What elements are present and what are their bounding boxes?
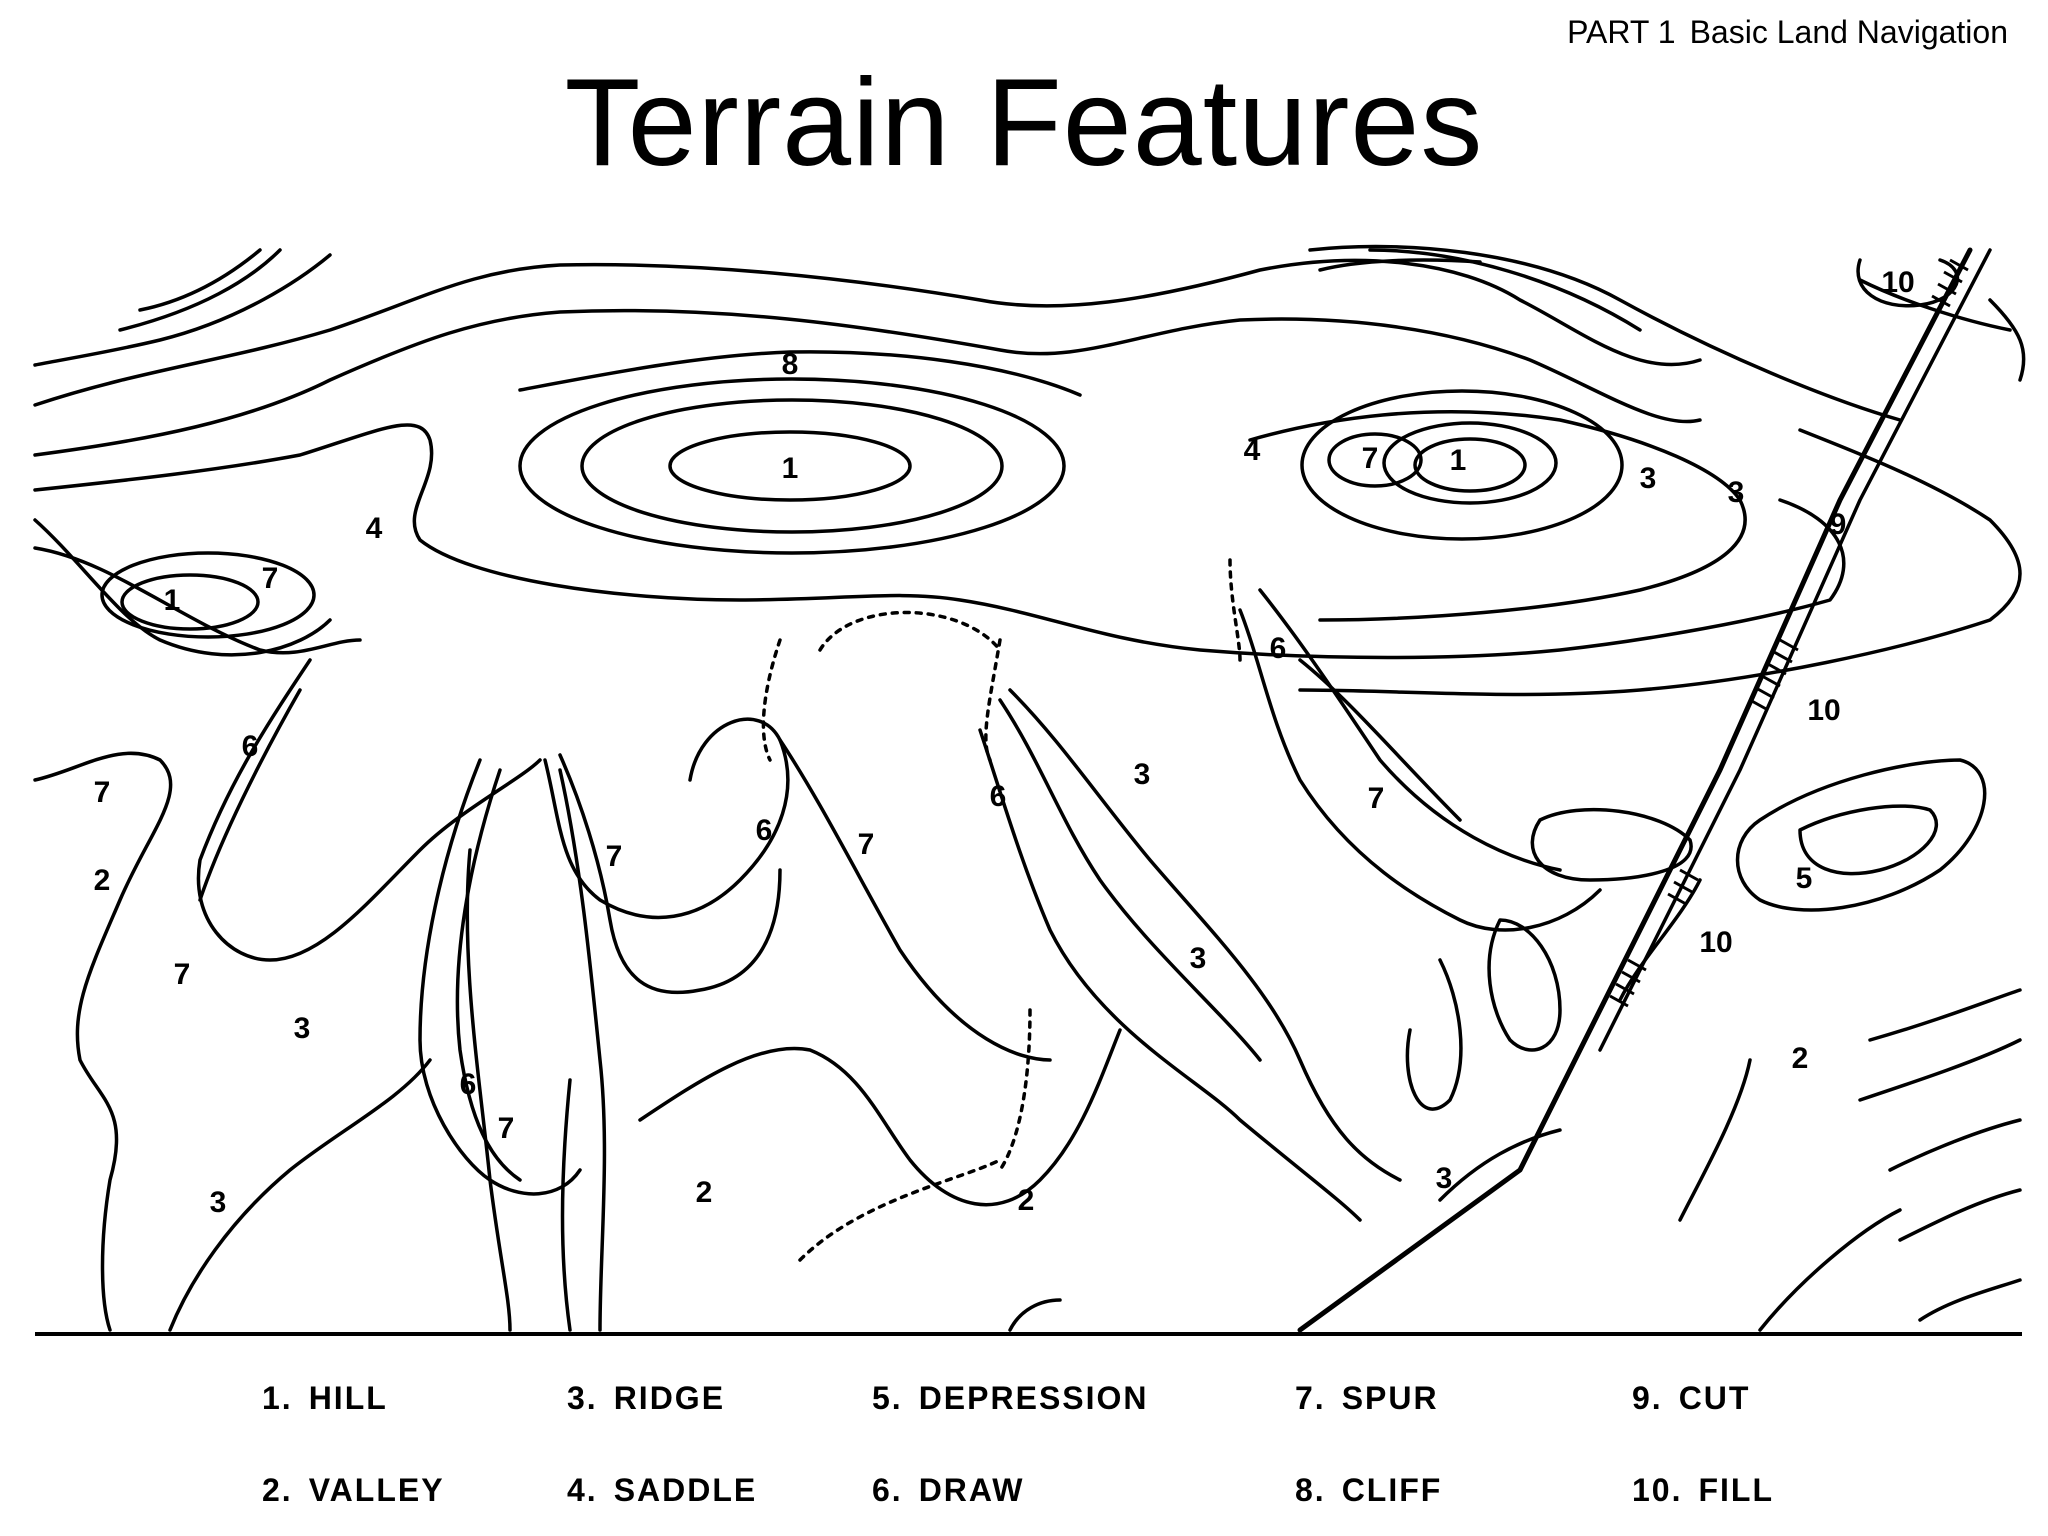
contour-lines	[33, 244, 2026, 1333]
map-label: 8	[782, 348, 799, 381]
map-label: 3	[1134, 758, 1151, 791]
map-label: 9	[1830, 508, 1847, 541]
map-label: 4	[1244, 434, 1261, 467]
map-label: 2	[696, 1176, 713, 1209]
map-label: 3	[1640, 462, 1657, 495]
map-label: 7	[174, 958, 191, 991]
legend-num: 2.	[262, 1472, 293, 1508]
legend-text: VALLEY	[308, 1472, 445, 1508]
map-label: 3	[294, 1012, 311, 1045]
legend: 1. HILL 2. VALLEY 3. RIDGE 4. SADDLE 5. DEPRE…	[262, 1380, 1842, 1520]
map-label: 3	[1436, 1162, 1453, 1195]
map-label: 7	[262, 562, 279, 595]
map-label: 6	[1270, 632, 1287, 665]
map-label: 3	[1190, 942, 1207, 975]
legend-num: 1.	[262, 1380, 293, 1416]
map-label: 4	[366, 512, 383, 545]
map-label: 1	[782, 452, 799, 485]
legend-item-fill: 10. FILL	[1632, 1472, 1774, 1509]
part-label: PART 1	[1567, 14, 1676, 50]
legend-text: FILL	[1698, 1472, 1775, 1508]
legend-text: CUT	[1678, 1380, 1751, 1416]
legend-text: DRAW	[918, 1472, 1025, 1508]
map-label: 10	[1881, 266, 1914, 299]
map-label: 7	[1362, 442, 1379, 475]
legend-text: DEPRESSION	[918, 1380, 1149, 1416]
map-label: 6	[242, 730, 259, 763]
legend-item-valley: 2. VALLEY	[262, 1472, 445, 1509]
legend-text: CLIFF	[1341, 1472, 1443, 1508]
map-label: 3	[1728, 476, 1745, 509]
map-label: 2	[1792, 1042, 1809, 1075]
legend-num: 6.	[872, 1472, 903, 1508]
legend-item-spur: 7. SPUR	[1295, 1380, 1439, 1417]
legend-item-cut: 9. CUT	[1632, 1380, 1750, 1417]
map-label: 7	[498, 1112, 515, 1145]
map-label: 10	[1807, 694, 1840, 727]
legend-item-cliff: 8. CLIFF	[1295, 1472, 1442, 1509]
legend-item-depression: 5. DEPRESSION	[872, 1380, 1149, 1417]
legend-num: 5.	[872, 1380, 903, 1416]
map-label: 6	[990, 780, 1007, 813]
map-label: 6	[460, 1068, 477, 1101]
legend-num: 4.	[567, 1472, 598, 1508]
map-label: 2	[1018, 1184, 1035, 1217]
page-title: Terrain Features	[564, 54, 1484, 192]
map-label: 5	[1796, 862, 1813, 895]
map-label: 2	[94, 864, 111, 897]
map-label: 10	[1699, 926, 1732, 959]
feature-labels: 8 1 4 7 1 3 3 9 4 1 7 6 6 7 6 7 6 7 3 7 …	[94, 266, 1915, 1219]
legend-num: 8.	[1295, 1472, 1326, 1508]
map-label: 7	[858, 828, 875, 861]
map-label: 7	[1368, 782, 1385, 815]
legend-item-draw: 6. DRAW	[872, 1472, 1024, 1509]
legend-text: RIDGE	[613, 1380, 726, 1416]
map-label: 6	[756, 814, 773, 847]
legend-num: 7.	[1295, 1380, 1326, 1416]
map-label: 3	[210, 1186, 227, 1219]
legend-text: SPUR	[1341, 1380, 1439, 1416]
map-label: 1	[1450, 444, 1467, 477]
hachure-marks	[1609, 258, 1969, 1008]
header-tag: PART 1 Basic Land Navigation	[1567, 14, 2008, 51]
legend-num: 3.	[567, 1380, 598, 1416]
legend-text: SADDLE	[613, 1472, 758, 1508]
legend-item-ridge: 3. RIDGE	[567, 1380, 725, 1417]
legend-item-saddle: 4. SADDLE	[567, 1472, 757, 1509]
map-label: 1	[164, 584, 181, 617]
section-label: Basic Land Navigation	[1689, 14, 2008, 50]
legend-item-hill: 1. HILL	[262, 1380, 388, 1417]
legend-num: 9.	[1632, 1380, 1663, 1416]
map-label: 7	[94, 776, 111, 809]
legend-text: HILL	[308, 1380, 388, 1416]
map-label: 7	[606, 840, 623, 873]
legend-num: 10.	[1632, 1472, 1683, 1508]
